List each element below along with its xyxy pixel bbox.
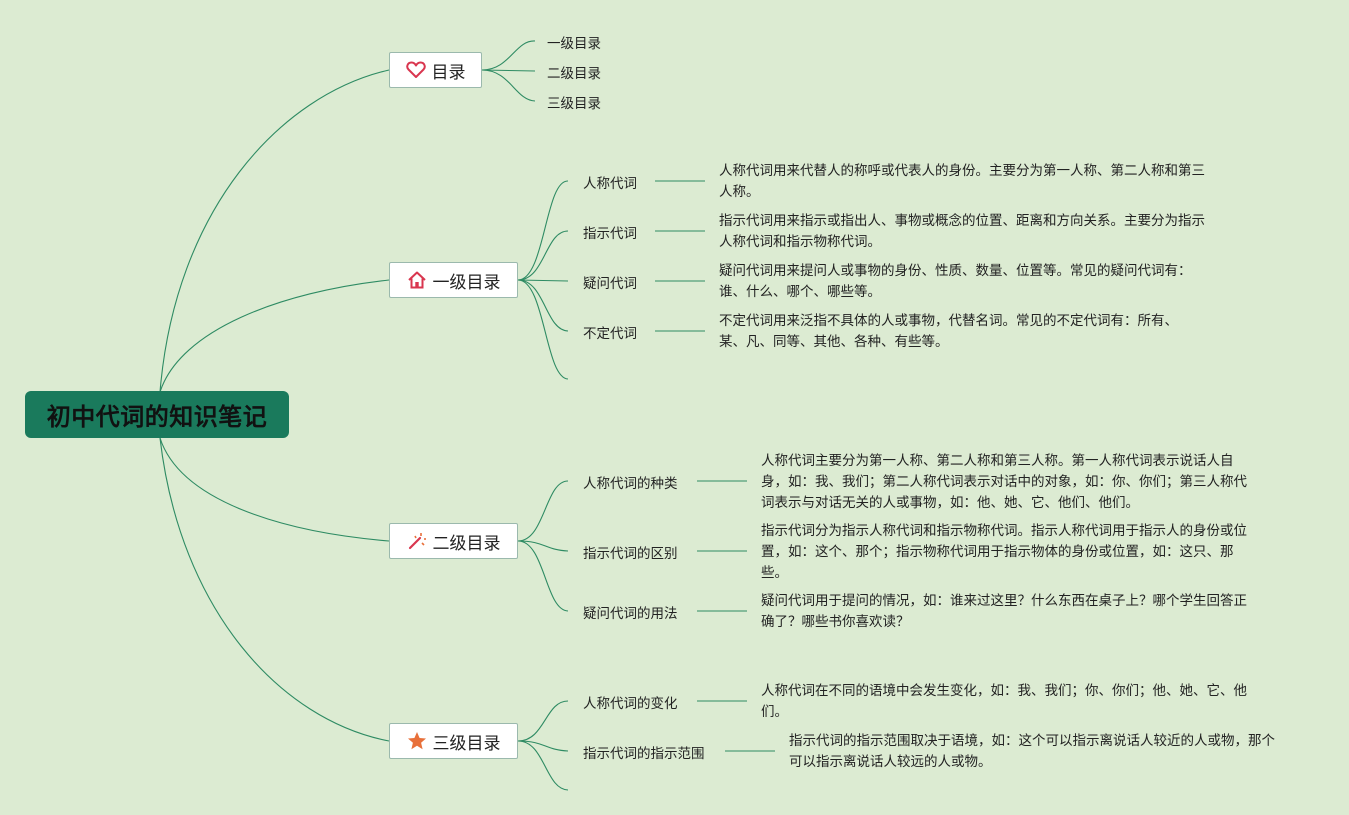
level1-item-label[interactable]: 不定代词 [583,326,637,342]
level3-item-label[interactable]: 人称代词的变化 [583,696,678,712]
root-title: 初中代词的知识笔记 [46,403,268,431]
level2-item-label[interactable]: 疑问代词的用法 [583,606,678,622]
topic-level1-label: 一级目录 [432,272,501,293]
topic-level2[interactable]: 二级目录 [389,523,518,559]
star-icon [407,731,427,751]
level1-item-label[interactable]: 疑问代词 [583,276,637,292]
topic-level3[interactable]: 三级目录 [389,723,518,759]
level1-item-desc: 不定代词用来泛指不具体的人或事物，代替名词。常见的不定代词有：所有、某、凡、同等… [719,313,1178,350]
level1-item-desc: 疑问代词用来提问人或事物的身份、性质、数量、位置等。常见的疑问代词有：谁、什么、… [719,263,1192,300]
toc-item[interactable]: 二级目录 [547,66,601,82]
magic-wand-icon [407,531,427,551]
topic-level3-label: 三级目录 [432,733,501,754]
house-icon [407,270,427,290]
heart-icon [405,60,426,80]
topic-level1[interactable]: 一级目录 [389,262,518,298]
level3-item-label[interactable]: 指示代词的指示范围 [583,746,705,762]
level1-item-desc: 指示代词用来指示或指出人、事物或概念的位置、距离和方向关系。主要分为指示人称代词… [719,213,1205,250]
toc-item[interactable]: 三级目录 [547,96,601,112]
topic-toc-label: 目录 [431,62,466,83]
toc-item[interactable]: 一级目录 [547,36,601,52]
level1-item-desc: 人称代词用来代替人的称呼或代表人的身份。主要分为第一人称、第二人称和第三人称。 [719,163,1205,200]
topic-level2-label: 二级目录 [432,533,501,554]
root-topic[interactable]: 初中代词的知识笔记 [25,391,289,438]
level2-item-desc: 指示代词分为指示人称代词和指示物称代词。指示人称代词用于指示人的身份或位置，如：… [761,523,1247,581]
level1-item-label[interactable]: 人称代词 [583,176,637,192]
level2-item-label[interactable]: 指示代词的区别 [583,546,678,562]
topic-toc[interactable]: 目录 [389,52,482,88]
level2-item-label[interactable]: 人称代词的种类 [583,476,678,492]
level3-item-desc: 指示代词的指示范围取决于语境，如：这个可以指示离说话人较近的人或物，那个可以指示… [789,733,1275,770]
level2-item-desc: 人称代词主要分为第一人称、第二人称和第三人称。第一人称代词表示说话人自身，如：我… [761,453,1247,511]
level2-item-desc: 疑问代词用于提问的情况，如：谁来过这里？什么东西在桌子上？哪个学生回答正确了？哪… [761,593,1247,630]
level3-item-desc: 人称代词在不同的语境中会发生变化，如：我、我们；你、你们；他、她、它、他们。 [761,683,1247,720]
level1-item-label[interactable]: 指示代词 [583,226,637,242]
